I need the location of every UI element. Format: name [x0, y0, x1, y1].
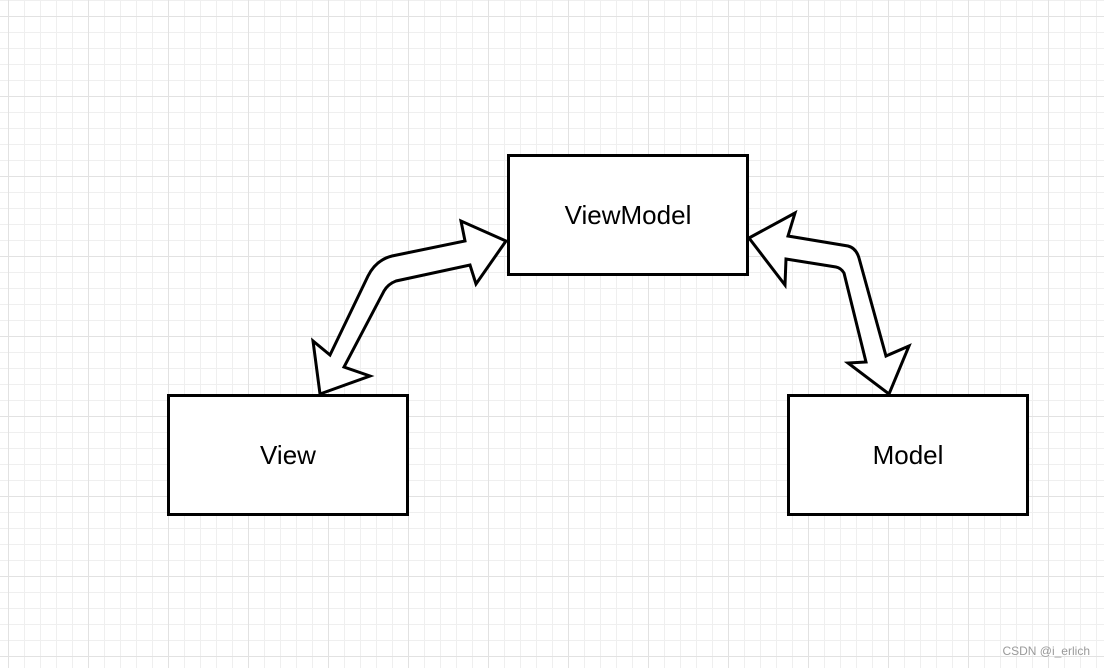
viewmodel-label: ViewModel	[564, 199, 692, 230]
view-box: View	[167, 394, 409, 516]
model-box: Model	[787, 394, 1029, 516]
watermark-text: CSDN @i_erlich	[1002, 644, 1090, 658]
model-label: Model	[872, 439, 944, 470]
model-viewmodel-arrow	[746, 209, 912, 397]
viewmodel-box: ViewModel	[507, 154, 749, 276]
view-label: View	[260, 439, 316, 470]
view-viewmodel-arrow	[311, 218, 509, 397]
